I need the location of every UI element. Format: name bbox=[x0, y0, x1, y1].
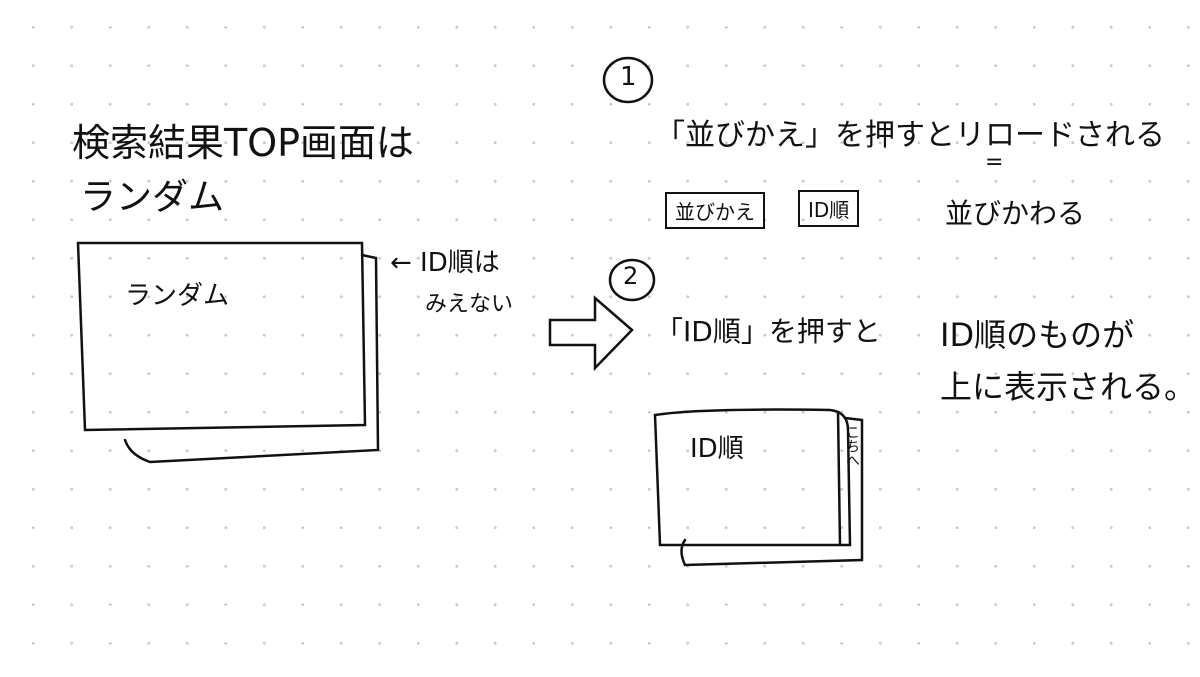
sort-button-sketch: 並びかえ bbox=[665, 192, 765, 229]
arrow-note-line2: みえない bbox=[425, 292, 514, 317]
step1-number: 1 bbox=[620, 62, 637, 92]
step2-text: 「ID順」を押すと bbox=[655, 315, 881, 348]
side-tab-label: こちへ bbox=[844, 425, 860, 467]
id-order-button-sketch: ID順 bbox=[798, 190, 860, 227]
left-heading-line2: ランダム bbox=[80, 177, 225, 218]
arrow-note-line1: ← ID順は bbox=[390, 248, 500, 278]
step1-text: 「並びかえ」を押すとリロードされる bbox=[655, 118, 1165, 153]
side-tab-divider bbox=[836, 410, 842, 547]
step1-result: 並びかわる bbox=[945, 197, 1086, 230]
right-card-label: ID順 bbox=[690, 434, 744, 464]
step2-circle bbox=[608, 258, 656, 302]
step2-result-line1: ID順のものが bbox=[940, 316, 1135, 354]
step2-result-line2: 上に表示される。 bbox=[940, 368, 1197, 406]
big-arrow bbox=[548, 295, 634, 372]
left-heading-line1: 検索結果TOP画面は bbox=[72, 121, 415, 165]
left-card-label: ランダム bbox=[125, 281, 230, 311]
step1-circle bbox=[602, 56, 654, 104]
step2-number: 2 bbox=[623, 262, 639, 290]
left-card-back bbox=[123, 253, 380, 464]
left-card bbox=[76, 241, 367, 432]
right-card bbox=[653, 408, 852, 547]
step1-equals: = bbox=[985, 150, 1004, 175]
right-card-back bbox=[680, 416, 864, 567]
